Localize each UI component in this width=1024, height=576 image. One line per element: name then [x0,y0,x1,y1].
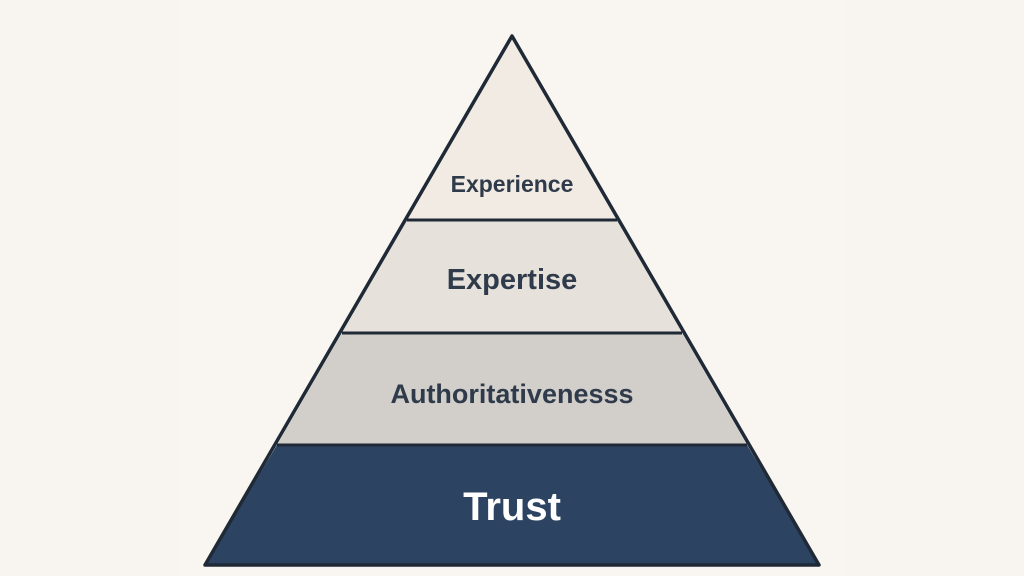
tier-label-expertise: Expertise [447,264,578,296]
tier-label-authoritativeness: Authoritativenesss [390,379,633,409]
tier-label-experience: Experience [451,171,574,197]
tier-authoritativeness [277,333,747,445]
tier-trust [205,445,819,565]
tier-label-trust: Trust [463,485,561,529]
tier-expertise [342,220,682,333]
tier-experience [407,36,617,220]
pyramid-outline [203,34,821,567]
